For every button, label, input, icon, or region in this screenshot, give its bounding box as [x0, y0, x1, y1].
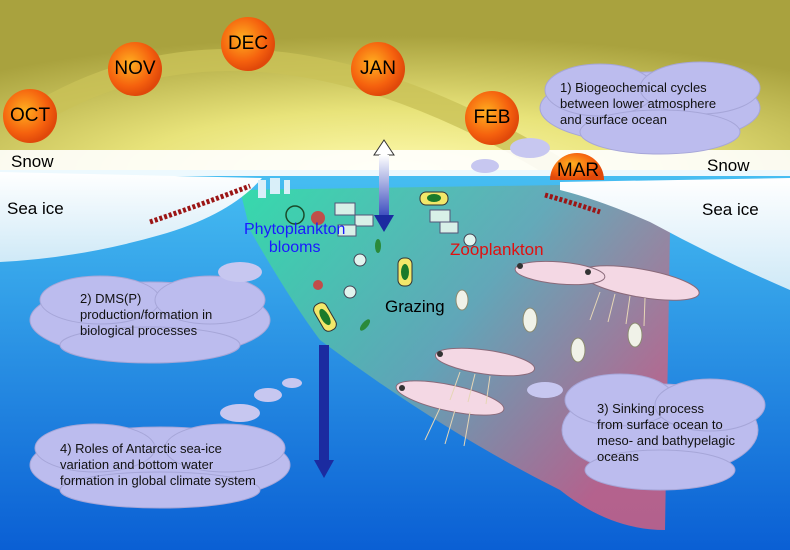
month-label-oct: OCT	[9, 105, 51, 126]
snow-label-right: Snow	[707, 156, 750, 175]
sea-ice-right	[560, 178, 790, 290]
cloud-1-puffs	[471, 138, 550, 173]
month-label-mar: MAR	[556, 160, 600, 181]
ice-floe	[258, 180, 266, 198]
sea-ice-label-right: Sea ice	[702, 200, 759, 219]
sun-jan	[351, 42, 405, 96]
krill-legs	[424, 291, 646, 447]
arrow-down-icon	[374, 215, 394, 232]
month-label-feb: FEB	[473, 107, 511, 128]
sea-ice-label-left: Sea ice	[7, 199, 64, 218]
sinking-arrow-shaft	[319, 345, 329, 460]
sun-nov	[108, 42, 162, 96]
grazing-label: Grazing	[385, 297, 445, 316]
sun-oct	[3, 89, 57, 143]
phytoplankton-label: Phytoplankton blooms	[244, 221, 346, 256]
cloud-1	[539, 61, 761, 155]
cloud-1-text: 1) Biogeochemical cycles between lower a…	[560, 80, 717, 127]
snow-label-left: Snow	[11, 152, 54, 171]
copepods	[455, 289, 643, 363]
sun-mar	[550, 153, 604, 180]
cloud-3-puffs	[527, 382, 563, 398]
month-label-jan: JAN	[360, 58, 396, 79]
zooplankton-label: Zooplankton	[450, 240, 544, 259]
month-label-nov: NOV	[114, 58, 156, 79]
sun-dec	[221, 17, 275, 71]
sinking-arrow-head	[314, 460, 334, 478]
ice-floe	[284, 180, 290, 194]
ice-algae-right	[544, 192, 601, 215]
krill-group	[395, 260, 700, 416]
cloud-2-text: 2) DMS(P) production/formation in biolog…	[80, 291, 213, 338]
cloud-2-puffs	[218, 262, 262, 282]
phytoplankton-cells	[285, 191, 477, 332]
ice-floe	[270, 178, 280, 194]
cloud-4	[29, 423, 291, 509]
krill-eyes	[399, 263, 591, 391]
cloud-4-text: 4) Roles of Antarctic sea-ice variation …	[60, 441, 256, 488]
arrow-shaft	[379, 155, 389, 215]
ice-algae-left	[149, 183, 251, 225]
cloud-2	[29, 275, 271, 364]
month-label-dec: DEC	[227, 33, 269, 54]
cloud-4-puffs	[220, 378, 302, 422]
sun-feb	[465, 91, 519, 145]
cloud-3-text: 3) Sinking process from surface ocean to…	[597, 401, 736, 464]
cloud-3	[561, 373, 766, 491]
sea-ice-left	[0, 172, 262, 262]
